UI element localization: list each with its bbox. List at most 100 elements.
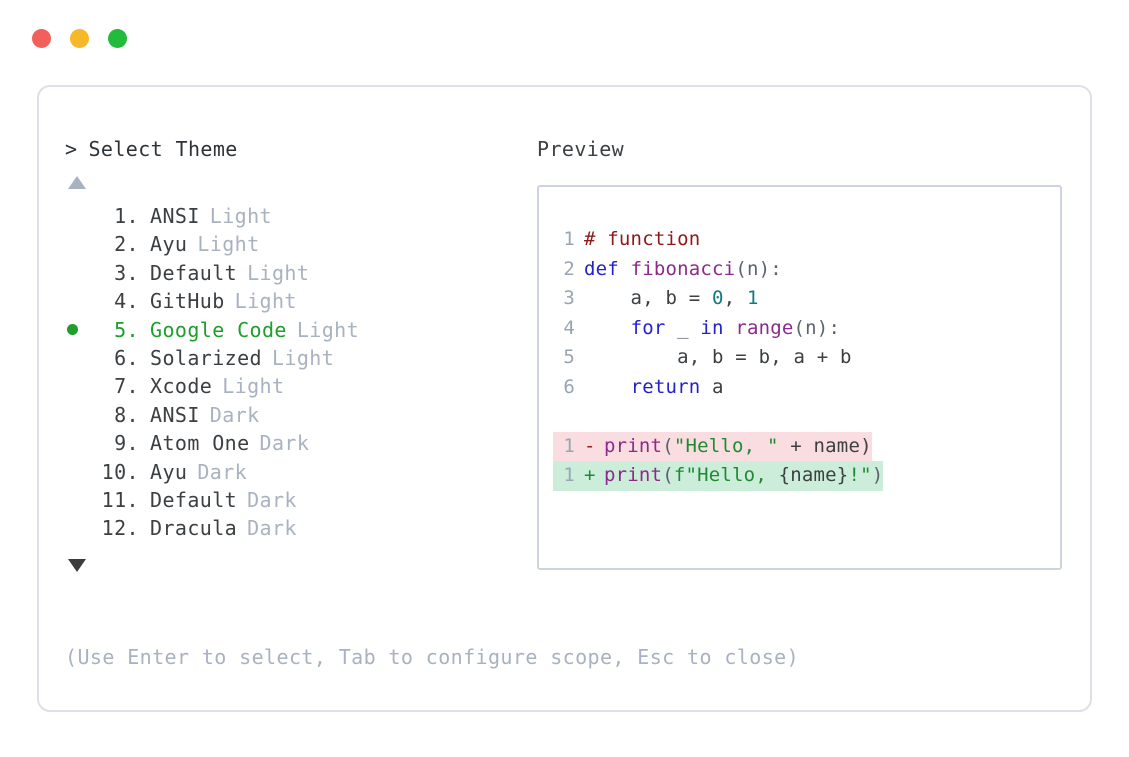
list-item-label: Xcode [150,374,213,399]
code-token-str: !" [848,464,872,486]
list-item[interactable]: 10. Ayu Dark [65,458,535,486]
theme-list[interactable]: 1. ANSI Light 2. Ayu Light 3. Default [65,202,535,543]
close-window-button[interactable] [32,28,51,48]
code-line-content: a, b = 0, 1 [584,284,759,314]
list-item-label: Dracula [150,516,238,541]
code-line: 2 def fibonacci(n): [539,255,1060,285]
list-item-variant: Light [234,289,297,314]
list-item-index: 3. [114,260,139,285]
list-item-label: Google Code [150,317,287,342]
code-line-content: def fibonacci(n): [584,255,782,285]
scroll-down-icon[interactable] [68,558,86,572]
list-item-index: 10. [101,459,139,484]
list-item-index: 1. [114,204,139,228]
list-item-variant: Light [271,346,335,371]
code-token-fn: fibonacci [630,257,736,280]
list-item-index: 9. [114,431,139,456]
code-token-punct: (n): [793,316,841,339]
code-token-plain [724,317,736,339]
diff-marker-removed: - [584,434,596,457]
list-item[interactable]: 11. Default Dark [65,486,535,514]
list-item-index: 8. [114,402,139,427]
code-token-plain: a [700,375,724,398]
line-number: 4 [563,316,575,339]
diff-row-added: 1+print(f"Hello, {name}!") [539,461,1060,491]
code-line-content: a, b = b, a + b [584,343,852,373]
list-item-variant: Light [247,260,310,285]
line-number: 5 [563,346,575,368]
list-item-variant: Light [222,374,285,399]
code-token-fn: range [735,316,794,339]
code-token-fn: print [604,464,663,486]
code-token-kw: return [630,375,701,398]
preview-heading: Preview [537,137,625,161]
list-item-label: Default [150,260,238,285]
list-item[interactable]: 6. Solarized Light [65,344,535,372]
diff-line-content: print(f"Hello, {name}!") [604,461,883,491]
code-token-punct: _ [665,316,701,339]
code-token-punct: (n): [735,257,782,280]
diff-block: 1-print("Hello, " + name)1+print(f"Hello… [539,431,1060,491]
list-item[interactable]: 8. ANSI Dark [65,401,535,429]
line-number: 1 [563,464,575,486]
theme-selection-column: > Select Theme 1. ANSI Light 2. Ayu [65,135,535,572]
maximize-window-button[interactable] [108,28,127,48]
code-token-num: 1 [746,287,759,309]
list-item[interactable]: 3. Default Light [65,259,535,287]
page-title: Select Theme [88,137,238,161]
code-token-plain [584,317,631,339]
list-item[interactable]: 9. Atom One Dark [65,429,535,457]
list-item-index: 2. [114,232,139,257]
code-line-content: return a [584,373,724,403]
list-item-label: GitHub [150,289,225,314]
code-line-content: for _ in range(n): [584,314,840,344]
list-item-index: 12. [101,516,139,541]
code-line: 1# function [539,225,1060,255]
minimize-window-button[interactable] [70,28,89,48]
diff-line-content: print("Hello, " + name) [604,432,872,462]
code-blank-line [539,402,1060,432]
code-token-comment: # function [584,228,701,250]
list-item-index: 11. [101,488,139,513]
picker-columns: > Select Theme 1. ANSI Light 2. Ayu [39,87,1090,710]
code-token-str: f"Hello, [673,464,779,486]
code-line-content: # function [584,225,700,255]
list-item-variant: Light [209,204,272,228]
list-item-label: Ayu [150,232,188,257]
list-item-label: Atom One [150,431,250,456]
line-number: 3 [563,287,575,309]
line-number: 1 [563,434,575,457]
list-item[interactable]: 12. Dracula Dark [65,514,535,542]
code-token-punct: ) [871,464,884,486]
code-token-kw: in [700,316,724,339]
selected-bullet-icon [67,323,78,335]
window-titlebar [0,0,1129,76]
list-item[interactable]: 7. Xcode Light [65,372,535,400]
diff-highlight-added: 1+print(f"Hello, {name}!") [553,461,884,491]
list-item[interactable]: 2. Ayu Light [65,230,535,258]
code-token-plain: a, b = b, a + b [584,346,852,368]
code-line: 6 return a [539,373,1060,403]
diff-row-removed: 1-print("Hello, " + name) [539,431,1060,462]
code-token-plain: + name) [778,434,872,457]
code-line: 3 a, b = 0, 1 [539,284,1060,314]
list-item-variant: Dark [197,459,248,484]
line-number: 2 [563,257,575,280]
list-item[interactable]: 4. GitHub Light [65,287,535,315]
list-item-index: 4. [114,289,139,314]
line-number: 6 [563,375,575,398]
list-item-index: 6. [114,346,139,371]
keyboard-hint: (Use Enter to select, Tab to configure s… [65,645,800,669]
list-item-variant: Dark [247,516,297,541]
code-token-plain: {name} [778,464,849,486]
list-item[interactable]: 1. ANSI Light [65,202,535,230]
list-item-variant: Dark [259,431,310,456]
code-token-plain [584,376,631,398]
prompt-row: > Select Theme [65,135,535,163]
scroll-up-icon[interactable] [68,176,86,189]
list-item-selected[interactable]: 5. Google Code Light [65,316,535,344]
